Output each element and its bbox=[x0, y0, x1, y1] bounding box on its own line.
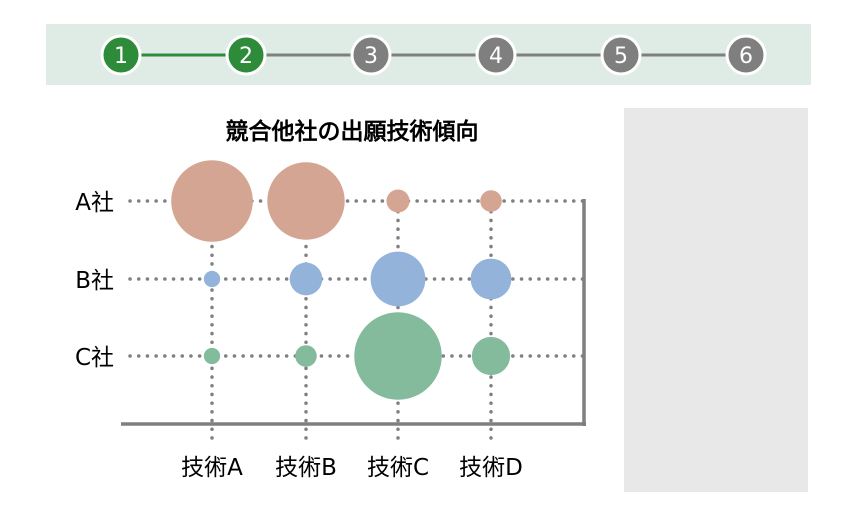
bubble bbox=[370, 251, 426, 307]
bubble bbox=[171, 160, 253, 242]
bubble bbox=[386, 189, 410, 213]
x-tick-label: 技術D bbox=[459, 455, 523, 481]
step-circle bbox=[600, 34, 642, 76]
step-circle bbox=[725, 34, 767, 76]
step-number: 2 bbox=[239, 44, 253, 69]
y-tick-label: C社 bbox=[75, 345, 114, 371]
step-circle bbox=[350, 34, 392, 76]
bubble bbox=[470, 258, 512, 300]
y-tick-label: B社 bbox=[75, 268, 114, 294]
step-number: 5 bbox=[614, 44, 628, 69]
x-tick-label: 技術A bbox=[181, 455, 243, 481]
step-number: 4 bbox=[489, 44, 503, 69]
bubble bbox=[289, 262, 323, 296]
side-panel bbox=[624, 108, 808, 492]
stepper: 1 2 3 4 5 6 bbox=[100, 34, 767, 76]
step-circle bbox=[475, 34, 517, 76]
x-tick-label: 技術B bbox=[275, 455, 337, 481]
step-3[interactable]: 3 bbox=[350, 34, 392, 76]
step-6[interactable]: 6 bbox=[725, 34, 767, 76]
x-tick-label: 技術C bbox=[367, 455, 429, 481]
step-2[interactable]: 2 bbox=[225, 34, 267, 76]
bubble bbox=[480, 190, 502, 212]
bubble bbox=[267, 162, 345, 240]
bubble bbox=[471, 336, 511, 376]
bubble bbox=[203, 270, 221, 288]
stepper-bar: 1 2 3 4 5 6 bbox=[46, 24, 811, 85]
chart-title: 競合他社の出願技術傾向 bbox=[226, 118, 479, 145]
step-5[interactable]: 5 bbox=[600, 34, 642, 76]
step-number: 1 bbox=[114, 44, 128, 69]
step-1[interactable]: 1 bbox=[100, 34, 142, 76]
step-4[interactable]: 4 bbox=[475, 34, 517, 76]
bubble bbox=[295, 345, 317, 367]
step-circle bbox=[100, 34, 142, 76]
bubble bbox=[354, 312, 442, 400]
step-number: 3 bbox=[364, 44, 378, 69]
bubble bbox=[203, 347, 221, 365]
y-tick-label: A社 bbox=[75, 190, 114, 216]
step-circle bbox=[225, 34, 267, 76]
step-number: 6 bbox=[739, 44, 753, 69]
